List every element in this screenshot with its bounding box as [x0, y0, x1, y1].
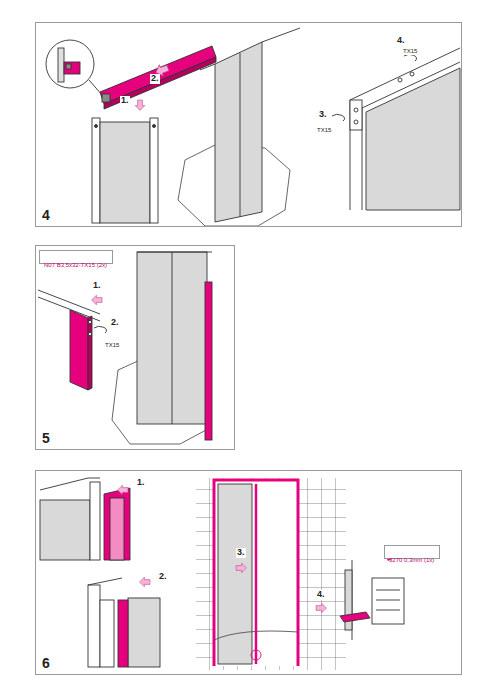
callout-number: 1.: [92, 281, 102, 291]
step-number: 5: [42, 431, 50, 445]
callout-number: 1.: [136, 478, 146, 488]
callout-number: 2.: [110, 318, 120, 328]
step-4-art: [46, 28, 460, 226]
part-label-box: 3270 0,3mm (1x): [384, 545, 440, 559]
callout-number: 2.: [158, 572, 168, 582]
step-panel: 6 3270 0,3mm (1x): [35, 470, 462, 675]
callout-number: 3.: [236, 548, 246, 558]
step-panel: 4: [35, 22, 462, 227]
callout-number: 1.: [120, 96, 130, 106]
step-6-art: [40, 478, 404, 670]
step-number: 6: [42, 656, 50, 670]
step-panel: 5 N07 B3,5x32-TX15 (2x): [35, 245, 235, 450]
callout-number: 3.: [318, 110, 328, 120]
part-label-box: N07 B3,5x32-TX15 (2x): [39, 250, 113, 264]
part-label: 3270 0,3mm (1x): [389, 557, 434, 564]
part-label: N07 B3,5x32-TX15 (2x): [44, 262, 107, 269]
tool-label: TX15: [316, 127, 332, 134]
tool-label: TX15: [402, 48, 418, 55]
callout-number: 4.: [396, 36, 406, 46]
step-number: 4: [42, 208, 50, 222]
callout-number: 4.: [316, 590, 326, 600]
callout-number: 2.: [150, 74, 160, 84]
tool-label: TX15: [104, 342, 120, 349]
step-5-art: [38, 252, 212, 444]
